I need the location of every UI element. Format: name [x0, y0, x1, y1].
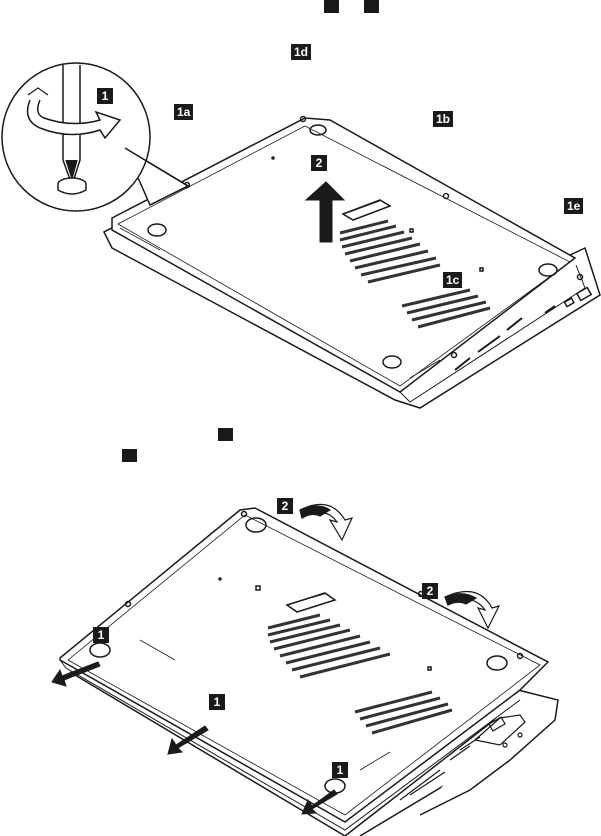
step-2-label-lower-right: 2: [422, 583, 438, 599]
step-2-label-lower-left: 2: [277, 498, 293, 514]
laptop-bottom-view-top: [104, 117, 600, 409]
screw-detail-inset: [2, 63, 188, 211]
step-1-label: 1: [97, 88, 113, 104]
step-1-label-lower-left: 1: [93, 627, 109, 643]
step-1-label-lower-middle: 1: [209, 694, 225, 710]
step-1b-label: 1b: [433, 111, 453, 127]
step-1a-label: 1a: [174, 104, 193, 120]
step-1c-label: 1c: [443, 272, 462, 288]
step-1e-label: 1e: [564, 198, 583, 214]
laptop-bottom-view-lower: [60, 508, 558, 836]
step-1d-label: 1d: [291, 44, 311, 60]
step-2-label: 2: [311, 155, 327, 171]
step-1-label-lower-right: 1: [332, 762, 348, 778]
